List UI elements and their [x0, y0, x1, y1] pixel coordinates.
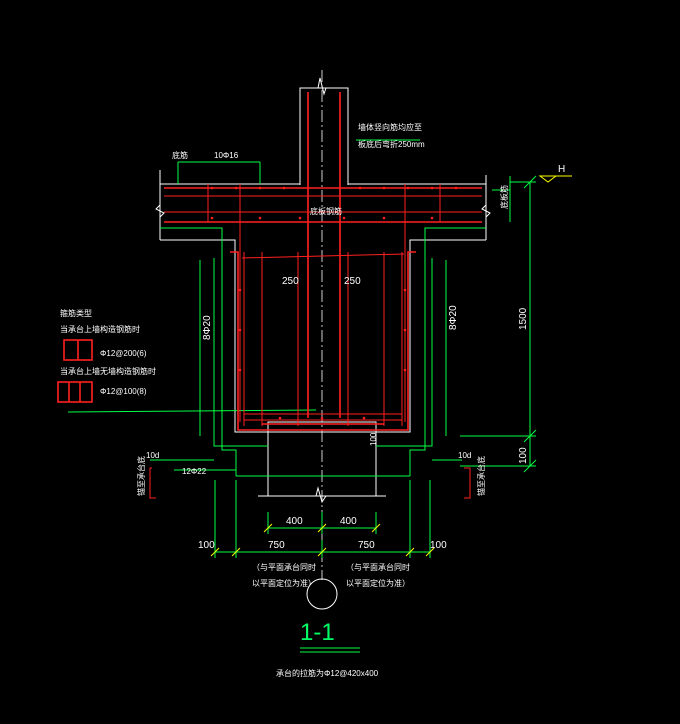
stirrup-icon-1 — [63, 339, 93, 361]
cap-outline — [155, 170, 491, 504]
dim-750-right: 750 — [358, 540, 375, 551]
dim-100-center: 100 — [369, 432, 378, 446]
outer-green-lines — [67, 139, 537, 653]
side-bar-left: 8Φ20 — [202, 315, 213, 340]
note-bottom-right-2: 以平面定位为准） — [346, 578, 410, 588]
dim-400-right: 400 — [340, 516, 357, 527]
dim-1500: 1500 — [518, 307, 529, 330]
dim-750-left: 750 — [268, 540, 285, 551]
dim-10d-right: 10d — [458, 451, 471, 460]
axis-bubble — [306, 578, 338, 610]
note-top-1: 墙体竖向筋均应至 — [358, 122, 422, 132]
dim-10d-left: 10d — [146, 451, 159, 460]
note-bottom-right-1: （与平面承台同时 — [346, 562, 410, 572]
note-bottom-left-1: （与平面承台同时 — [252, 562, 316, 572]
legend-item-1: 当承台上墙构造钢筋时 — [60, 324, 140, 334]
bar-12-label: 12Φ22 — [182, 467, 207, 476]
dim-100-right-bottom: 100 — [430, 540, 447, 551]
side-note-left: 锚至承台底 — [136, 456, 146, 496]
slab-right-label: 底板筋 — [499, 185, 509, 209]
slab-bar-top-label: 底筋 — [172, 150, 188, 160]
dim-250-left: 250 — [282, 276, 299, 287]
rebar-red — [149, 92, 482, 499]
legend-title: 箍筋类型 — [60, 308, 92, 318]
stirrup-icon-2 — [57, 381, 93, 403]
dim-400-left: 400 — [286, 516, 303, 527]
dim-100-right: 100 — [518, 447, 529, 464]
rebar-10-label: 10Φ16 — [214, 151, 239, 160]
legend-spec-2: Φ12@100(8) — [100, 387, 147, 396]
legend-item-2: 当承台上墙无墙构造钢筋时 — [60, 366, 156, 376]
legend-spec-1: Φ12@200(6) — [100, 349, 147, 358]
section-title: 1-1 — [300, 619, 335, 646]
side-bar-right: 8Φ20 — [448, 305, 459, 330]
slab-center-label: 底板钢筋 — [310, 206, 342, 216]
rebar-dots — [210, 186, 458, 420]
note-bottom-left-2: 以平面定位为准） — [252, 578, 316, 588]
note-top-2: 板底后弯折250mm — [358, 139, 425, 149]
bottom-note: 承台的拉筋为Φ12@420x400 — [276, 668, 379, 678]
elevation-mark: H — [558, 164, 565, 175]
dim-ticks — [210, 175, 572, 557]
dim-100-left-bottom: 100 — [198, 540, 215, 551]
side-note-right: 锚至承台底 — [476, 456, 486, 496]
dim-250-right: 250 — [344, 276, 361, 287]
